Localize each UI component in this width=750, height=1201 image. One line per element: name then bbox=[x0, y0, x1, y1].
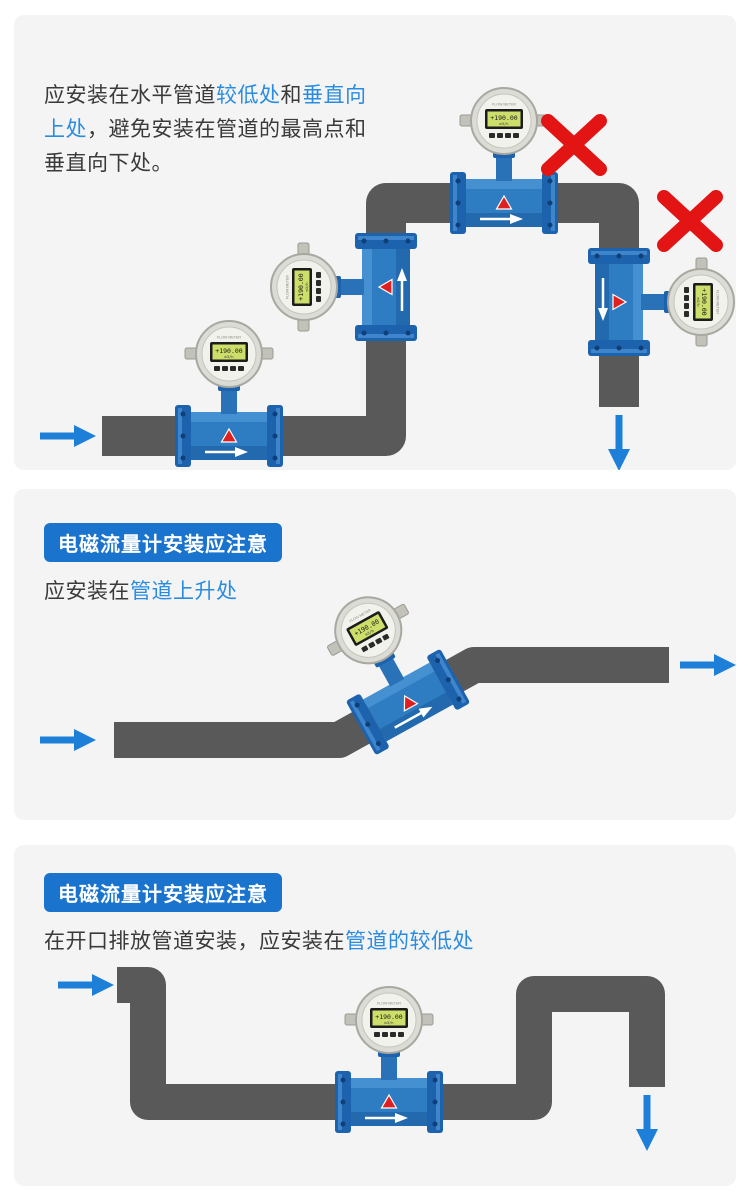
caption-highlight: 管道的较低处 bbox=[345, 930, 474, 953]
wrong-x-right-icon bbox=[664, 197, 716, 245]
scene-horizontal-install bbox=[40, 86, 736, 470]
caption-highlight: 管道上升处 bbox=[130, 580, 238, 603]
caption-text: 和 bbox=[280, 84, 302, 107]
scene-open-discharge bbox=[58, 967, 665, 1151]
notice-badge: 电磁流量计安装应注意 bbox=[44, 873, 282, 912]
flowmeter-high-point-wrong bbox=[448, 86, 560, 236]
pipe-run bbox=[117, 967, 665, 1120]
caption-highlight: 较低处 bbox=[216, 84, 281, 107]
panel-open-discharge-install: 电磁流量计安装应注意 在开口排放管道安装，应安装在管道的较低处 bbox=[14, 845, 736, 1186]
flow-arrow-down-icon bbox=[636, 1095, 658, 1151]
flowmeter-vertical-up bbox=[269, 231, 419, 343]
flow-arrow-out-icon bbox=[680, 654, 736, 676]
flowmeter-low-section bbox=[333, 985, 445, 1135]
panel1-caption: 应安装在水平管道较低处和垂直向上处，避免安装在管道的最高点和垂直向下处。 bbox=[44, 79, 368, 181]
flowmeter-vertical-down-wrong bbox=[586, 246, 736, 358]
scene-rising-pipe bbox=[40, 573, 736, 758]
flow-arrow-down-icon bbox=[608, 415, 630, 470]
panel2-badge-wrap: 电磁流量计安装应注意 bbox=[44, 523, 282, 562]
panel3-badge-wrap: 电磁流量计安装应注意 bbox=[44, 873, 282, 912]
caption-text: 应安装在水平管道 bbox=[44, 84, 216, 107]
panel2-caption: 应安装在管道上升处 bbox=[44, 575, 238, 609]
flow-arrow-in-icon bbox=[40, 425, 96, 447]
panel3-caption: 在开口排放管道安装，应安装在管道的较低处 bbox=[44, 925, 474, 959]
caption-text: ，避免安装在管道的最高点和垂直向下处。 bbox=[44, 118, 367, 176]
caption-highlight: 垂直向上处 bbox=[44, 84, 367, 142]
panel-horizontal-install: 应安装在水平管道较低处和垂直向上处，避免安装在管道的最高点和垂直向下处。 bbox=[14, 15, 736, 470]
flowmeter-low-horizontal bbox=[173, 319, 285, 469]
flow-arrow-in-icon bbox=[40, 729, 96, 751]
notice-badge: 电磁流量计安装应注意 bbox=[44, 523, 282, 562]
caption-text: 应安装在 bbox=[44, 580, 130, 603]
flow-arrow-in-icon bbox=[58, 974, 114, 996]
wrong-x-top-icon bbox=[548, 121, 600, 169]
caption-text: 在开口排放管道安装，应安装在 bbox=[44, 930, 345, 953]
panel-rising-pipe-install: 电磁流量计安装应注意 应安装在管道上升处 bbox=[14, 489, 736, 820]
